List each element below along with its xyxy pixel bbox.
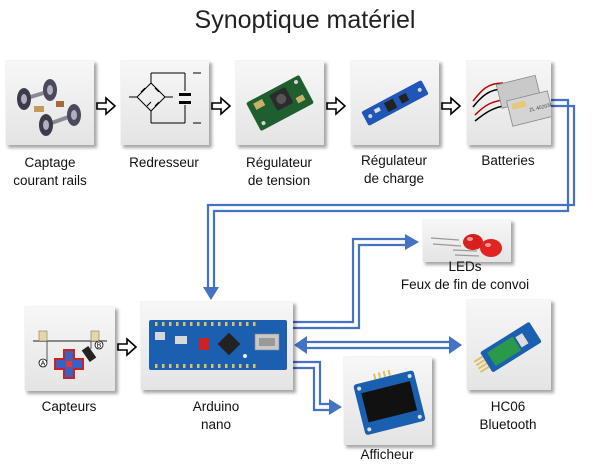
afficheur-label-line1: Afficheur [360,447,414,462]
outline-arrow-redresseur-regtension [211,96,232,116]
reg-charge-label: Régulateur de charge [344,152,444,188]
reg-tension-label-line2: de tension [247,173,311,188]
battery-label-text: ZL 402030 [529,102,551,114]
arduino-box [140,301,293,390]
charge-controller-icon [361,80,429,126]
sensor-marker-a: A [41,361,46,368]
afficheur-box [343,356,432,445]
bridge-rectifier-icon [129,72,201,124]
sensor-marker-b: B [97,343,102,350]
captage-label-line1: Captage [24,155,76,170]
capteurs-label-line1: Capteurs [41,399,97,414]
capteurs-label: Capteurs [19,398,119,416]
connector-arduino-afficheur [293,360,342,415]
reg-charge-label-line2: de charge [363,171,425,186]
led-pair-icon [430,234,502,257]
batteries-box: ZL 402030 [466,60,551,145]
reg-tension-label-line1: Régulateur [245,155,313,170]
reg-charge-label-line1: Régulateur [360,153,428,168]
capteurs-box: A B [24,306,115,391]
hc06-module-icon [473,322,542,373]
afficheur-label: Afficheur [337,446,437,464]
hc06-box [466,299,551,390]
captage-label-line2: courant rails [13,173,87,188]
hc06-label-line2: Bluetooth [479,417,537,432]
outline-arrow-regcharge-batteries [441,96,462,116]
arduino-label: Arduino nano [166,398,266,434]
batteries-label-line1: Batteries [481,153,535,168]
outline-arrow-capteurs-arduino [117,337,138,357]
redresseur-label: Redresseur [114,154,214,172]
battery-pack-icon: ZL 402030 [472,74,551,127]
connector-arduino-leds [293,234,419,330]
page-title: Synoptique matériel [194,6,416,34]
captage-label: Captage courant rails [0,154,100,190]
captage-box [5,60,94,145]
leds-box [422,219,511,262]
connector-batteries-arduino [203,98,576,300]
redresseur-label-line1: Redresseur [129,155,199,170]
oled-display-icon [353,369,426,435]
wheelset-icon [17,79,81,136]
connector-arduino-hc06 [294,336,462,354]
reg-tension-box [235,60,324,145]
reg-tension-label: Régulateur de tension [229,154,329,190]
reed-sensor-icon: A B [33,330,107,379]
reg-charge-box [350,60,439,145]
arduino-label-line2: nano [200,417,232,432]
hc06-label: HC06 Bluetooth [458,398,558,434]
arduino-nano-icon [149,320,287,370]
redresseur-box [120,60,209,145]
leds-label: LEDs Feux de fin de convoi [390,258,540,294]
leds-label-line2: Feux de fin de convoi [400,277,530,292]
outline-arrow-captage-redresseur [96,96,117,116]
leds-label-line1: LEDs [448,259,482,274]
batteries-label: Batteries [458,152,558,170]
hc06-label-line1: HC06 [490,399,526,414]
arduino-label-line1: Arduino [192,399,240,414]
voltage-regulator-icon [246,75,314,131]
outline-arrow-regtension-regcharge [326,96,347,116]
